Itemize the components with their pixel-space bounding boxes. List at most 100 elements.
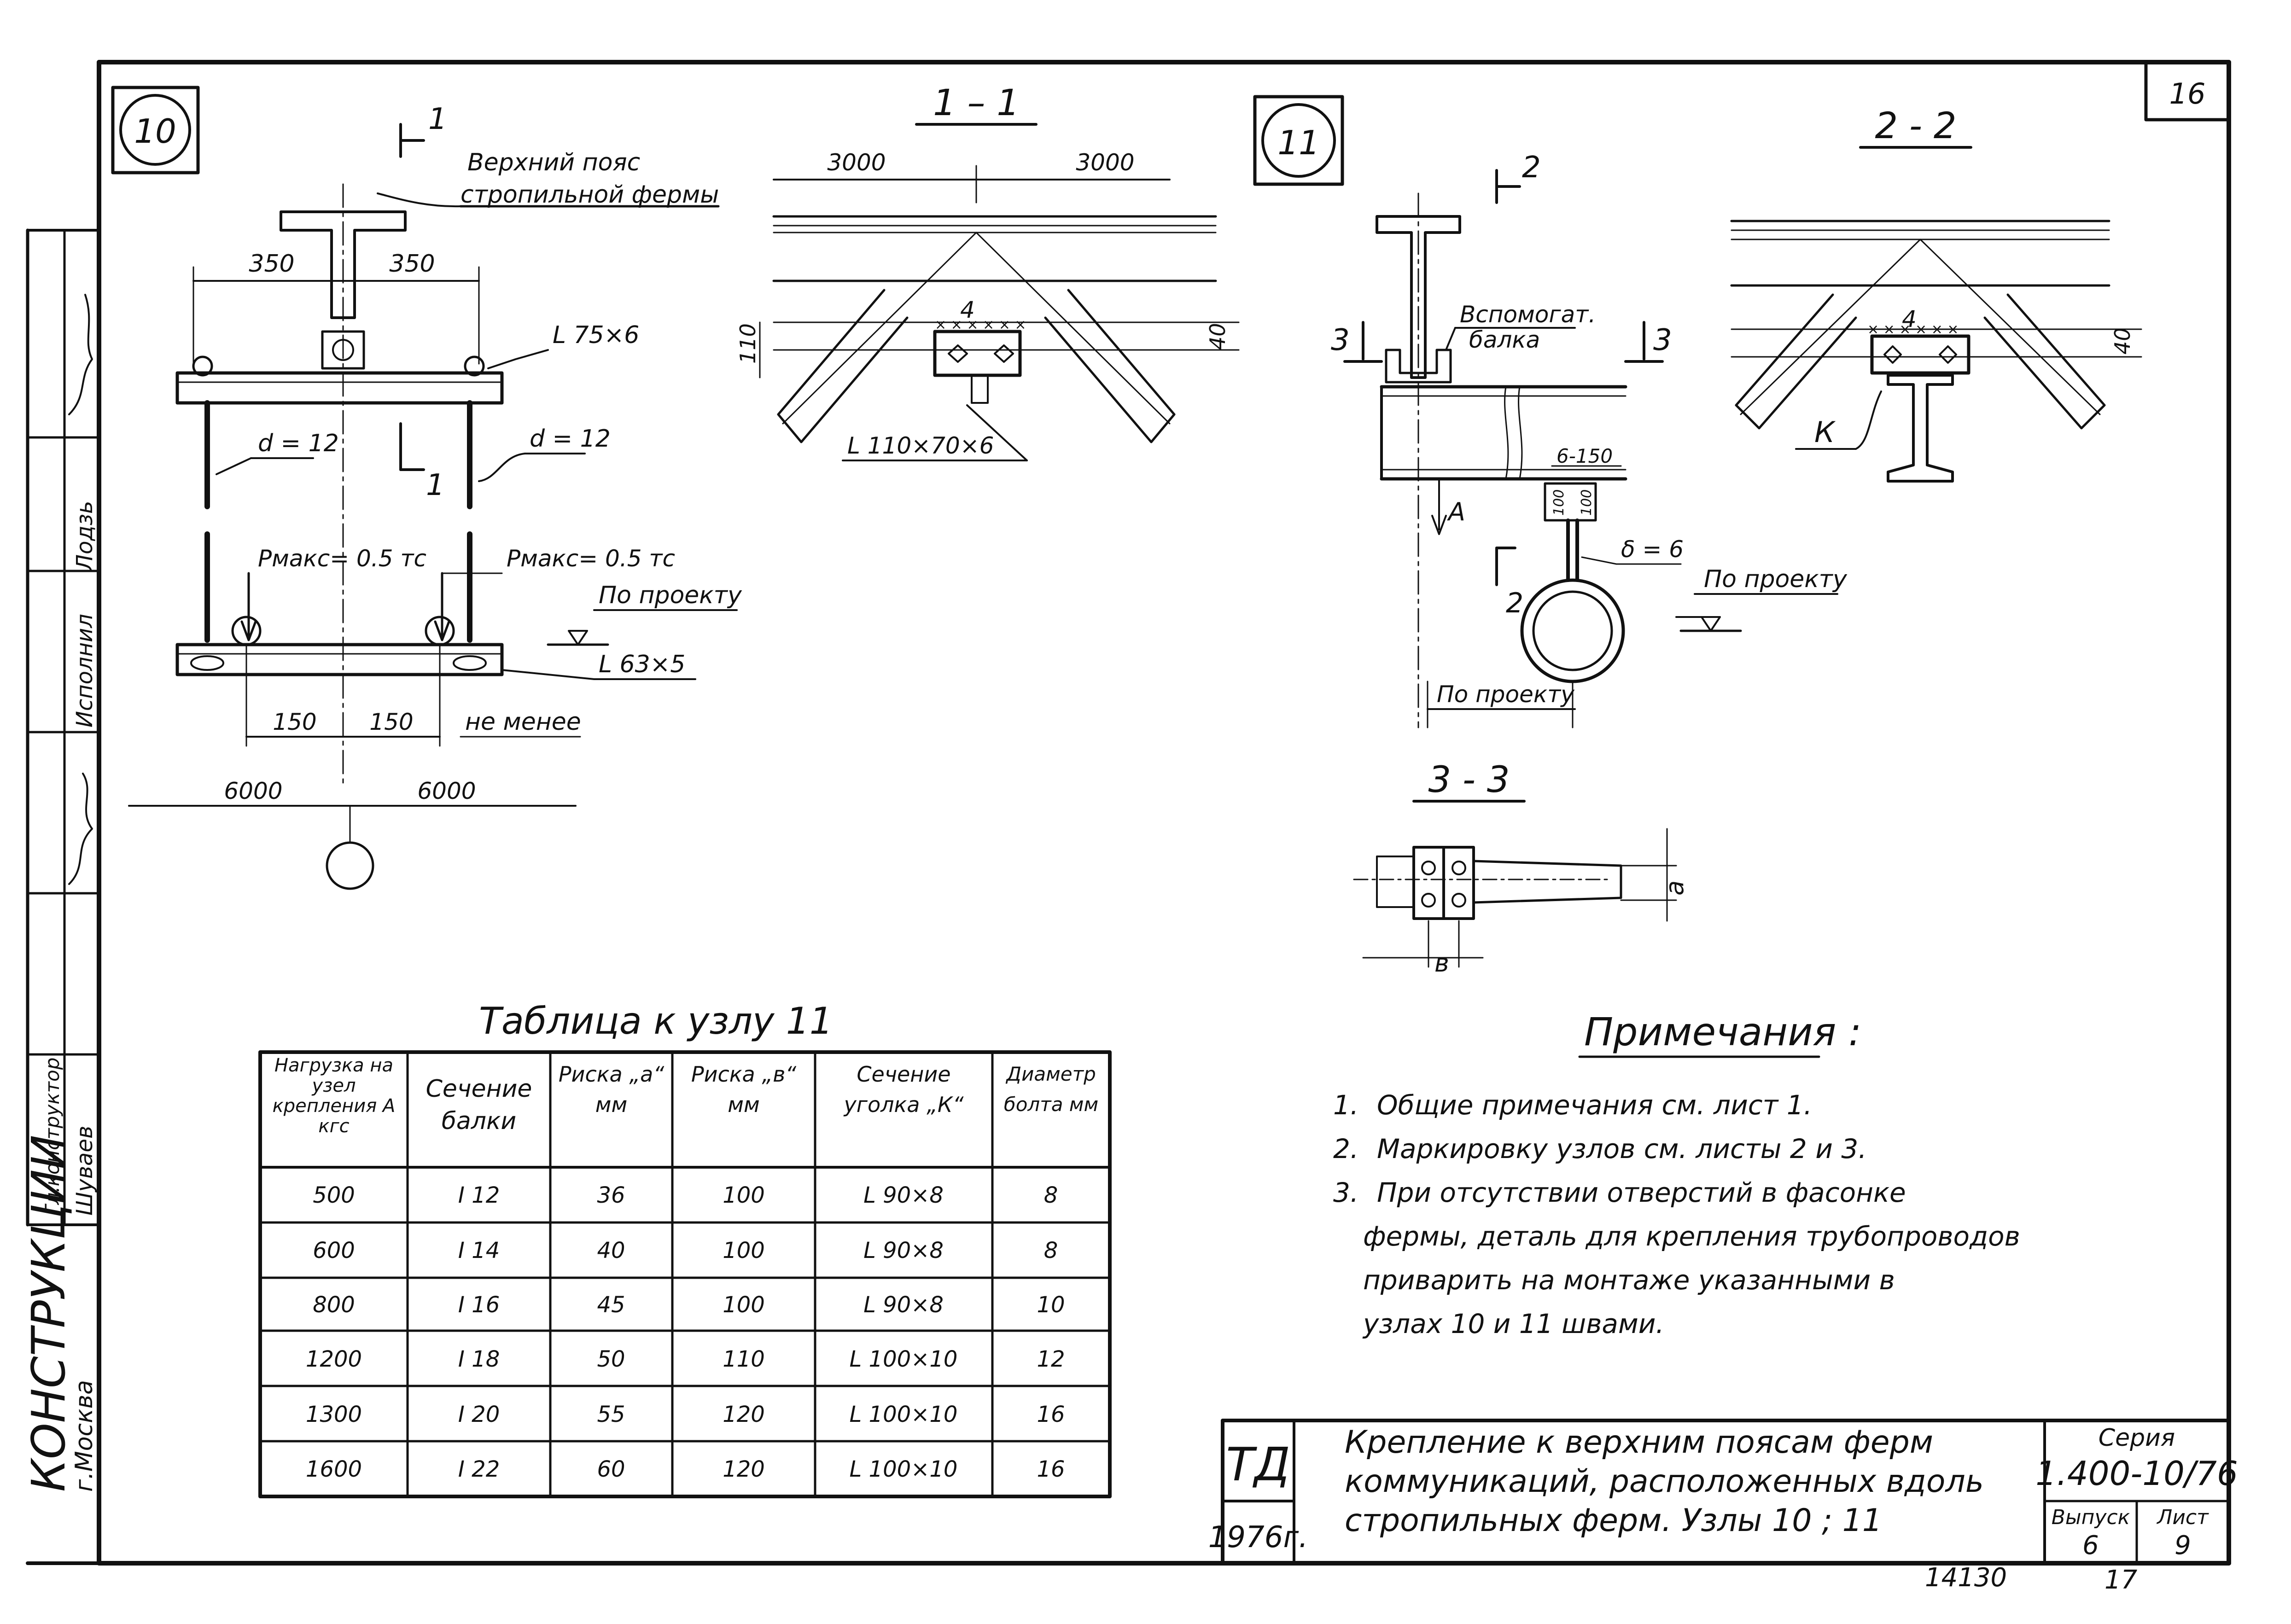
node-10-dim-6000-left: 6000 (224, 778, 282, 804)
page-number: 16 (2169, 77, 2206, 111)
note-number: 2. (1333, 1133, 1358, 1164)
name-1: Шуваев (72, 1126, 98, 1216)
table-cell-beam: I 16 (458, 1292, 500, 1318)
note-line: узлах 10 и 11 швами. (1362, 1308, 1664, 1339)
signature-2 (68, 773, 93, 885)
section-3-3-title: 3 - 3 (1428, 759, 1510, 801)
node-10-section-mark-mid: 1 (426, 468, 445, 502)
table-cell-angle-k: L 100×10 (850, 1456, 958, 1482)
table-cell-load: 600 (313, 1238, 355, 1263)
node-10-section-mark-top: 1 (428, 102, 447, 136)
node-11-section-3-left: 3 (1331, 323, 1350, 357)
table-header-bolt: Диаметр болта мм (1003, 1063, 1099, 1116)
section-1-1-angle: L 110×70×6 (847, 432, 994, 459)
note-line: приварить на монтаже указанными в (1363, 1264, 1895, 1296)
table-cell-risk-b: 100 (723, 1238, 765, 1263)
role-chief: Гл.конструктор (41, 1058, 64, 1216)
org-name: КОНСТРУКЦИИ (22, 1135, 76, 1492)
node-10-rod-right: d = 12 (530, 425, 611, 453)
title-block: ТД 1976г. Крепление к верхним поясам фер… (1208, 1419, 2238, 1565)
table-cell-bolt: 8 (1044, 1182, 1058, 1208)
sheet-value: 9 (2174, 1531, 2191, 1560)
node-11-drawing: 11 2 3 3 Вспомогат. балка 6-150 100 1 (1253, 95, 1848, 728)
series-label: Серия (2099, 1424, 2175, 1452)
table-cell-risk-a: 36 (597, 1182, 625, 1208)
table-cell-bolt: 10 (1037, 1292, 1065, 1318)
node-11-beam-label-2: балка (1469, 326, 1540, 353)
node-11-section-mark-top: 2 (1522, 151, 1541, 185)
section-1-1-mark: 4 (960, 297, 975, 323)
node-10-dim-350-left: 350 (249, 250, 294, 278)
notes-block: Примечания : 1.Общие примечания см. лист… (1333, 1009, 2020, 1339)
section-1-1-dim-40: 40 (1205, 323, 1230, 350)
section-3-3-dim-a: а (1660, 880, 1689, 896)
node-11-section-3-right: 3 (1653, 323, 1672, 357)
title-block-org: ТД (1226, 1438, 1290, 1491)
title-line-2: коммуникаций, расположенных вдоль (1345, 1463, 1984, 1500)
table-title: Таблица к узлу 11 (479, 1000, 833, 1042)
section-1-1-dim-right: 3000 (1076, 149, 1134, 176)
name-3: Исполнил (72, 614, 98, 728)
table-cell-beam: I 14 (458, 1238, 500, 1263)
table-header-risk-a: Риска „а“ мм (558, 1062, 665, 1117)
node-10-dim-150-left: 150 (273, 709, 316, 735)
org-city: г.Москва (70, 1380, 98, 1492)
table-cell-bolt: 16 (1037, 1402, 1065, 1427)
table-cell-bolt: 12 (1037, 1346, 1065, 1372)
section-2-2-mark: 4 (1902, 306, 1917, 332)
table-cell-risk-a: 55 (597, 1402, 625, 1427)
table-cell-risk-a: 50 (597, 1346, 625, 1372)
note-line: Общие примечания см. лист 1. (1377, 1089, 1812, 1121)
table-cell-risk-a: 60 (597, 1456, 625, 1482)
node-10-level-note: По проекту (599, 582, 742, 609)
table-cell-risk-b: 120 (723, 1402, 765, 1427)
node-11-section-mark-low: 2 (1506, 587, 1523, 619)
name-2: Лодзь (72, 501, 98, 572)
table-header-load: Нагрузка на узел крепления А кгс (272, 1055, 396, 1137)
table-cell-beam: I 18 (458, 1346, 500, 1372)
node-11-dim-note: По проекту (1437, 681, 1575, 708)
node-10-load-right: Pмакс= 0.5 тс (507, 545, 675, 572)
section-3-3-dim-b: в (1434, 949, 1449, 978)
table-cell-risk-a: 45 (597, 1292, 625, 1318)
section-2-2-title: 2 - 2 (1875, 105, 1957, 147)
node-11-beam-label-1: Вспомогат. (1460, 301, 1596, 328)
table-cell-angle-k: L 100×10 (850, 1346, 958, 1372)
table-cell-risk-b: 100 (723, 1292, 765, 1318)
section-2-2-label-k: К (1814, 415, 1836, 449)
sheet-label: Лист (2156, 1506, 2209, 1529)
node-11-thickness: δ = 6 (1621, 536, 1684, 563)
node-10-not-less: не менее (465, 708, 581, 736)
table-cell-risk-a: 40 (597, 1238, 625, 1263)
table-cell-angle-k: L 90×8 (863, 1238, 944, 1263)
table-cell-risk-b: 100 (723, 1182, 765, 1208)
node-10-drawing: 10 1 1 Верхний пояс стропильной фермы 35… (111, 86, 742, 890)
node-11-axis-a: A (1447, 497, 1465, 526)
table-cell-load: 500 (313, 1182, 355, 1208)
table-header-beam: Сечение балки (426, 1075, 532, 1135)
node-10-dim-350-right: 350 (389, 250, 435, 278)
table-header-risk-b: Риска „в“ мм (691, 1062, 797, 1117)
table-cell-angle-k: L 90×8 (863, 1182, 944, 1208)
copy-number: 17 (2104, 1565, 2138, 1595)
title-line-3: стропильных ферм. Узлы 10 ; 11 (1345, 1502, 1882, 1539)
signature-1 (68, 294, 93, 415)
section-2-2: 2 - 2 4 × × × × × × 40 К (1730, 105, 2142, 483)
node-10-number: 10 (134, 112, 176, 151)
table-cell-risk-b: 110 (723, 1346, 765, 1372)
section-1-1: 1 – 1 3000 3000 4 × × × × × × 110 40 L 1… (735, 82, 1240, 461)
table-cell-bolt: 16 (1037, 1456, 1065, 1482)
section-1-1-dim-110: 110 (735, 323, 760, 364)
table-cell-beam: I 22 (458, 1456, 500, 1482)
node-10-load-left: Pмакс= 0.5 тс (258, 545, 426, 572)
table-cell-beam: I 20 (458, 1402, 500, 1427)
table-cell-angle-k: L 100×10 (850, 1402, 958, 1427)
svg-text:× × × × × ×: × × × × × × (935, 317, 1026, 333)
note-line: При отсутствии отверстий в фасонке (1377, 1177, 1906, 1208)
